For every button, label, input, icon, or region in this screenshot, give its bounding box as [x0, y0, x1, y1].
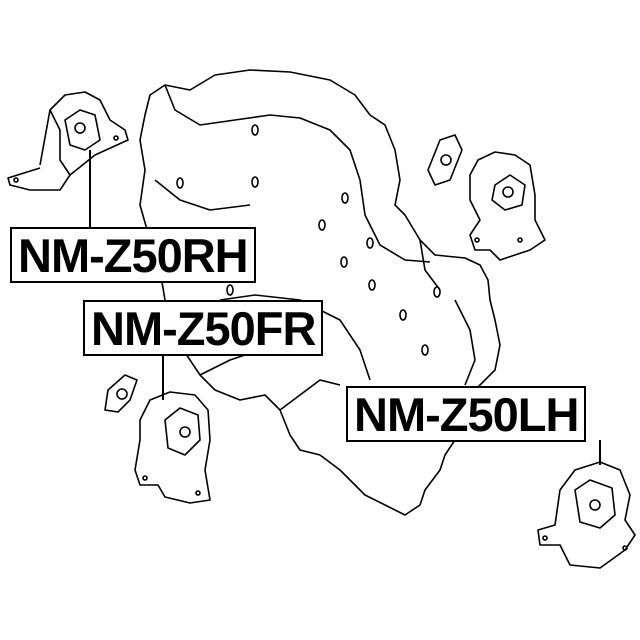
part-label-nm-z50fr: NM-Z50FR [83, 300, 324, 356]
fr-mount-drawing [104, 374, 211, 504]
upper-right-mount-drawing [427, 134, 546, 261]
part-label-nm-z50rh: NM-Z50RH [10, 227, 256, 283]
lh-mount-drawing [537, 461, 636, 569]
leader-lines [89, 150, 601, 465]
rh-mount-drawing [7, 91, 129, 191]
part-label-nm-z50lh: NM-Z50LH [346, 386, 587, 442]
engine-outline [139, 69, 501, 516]
